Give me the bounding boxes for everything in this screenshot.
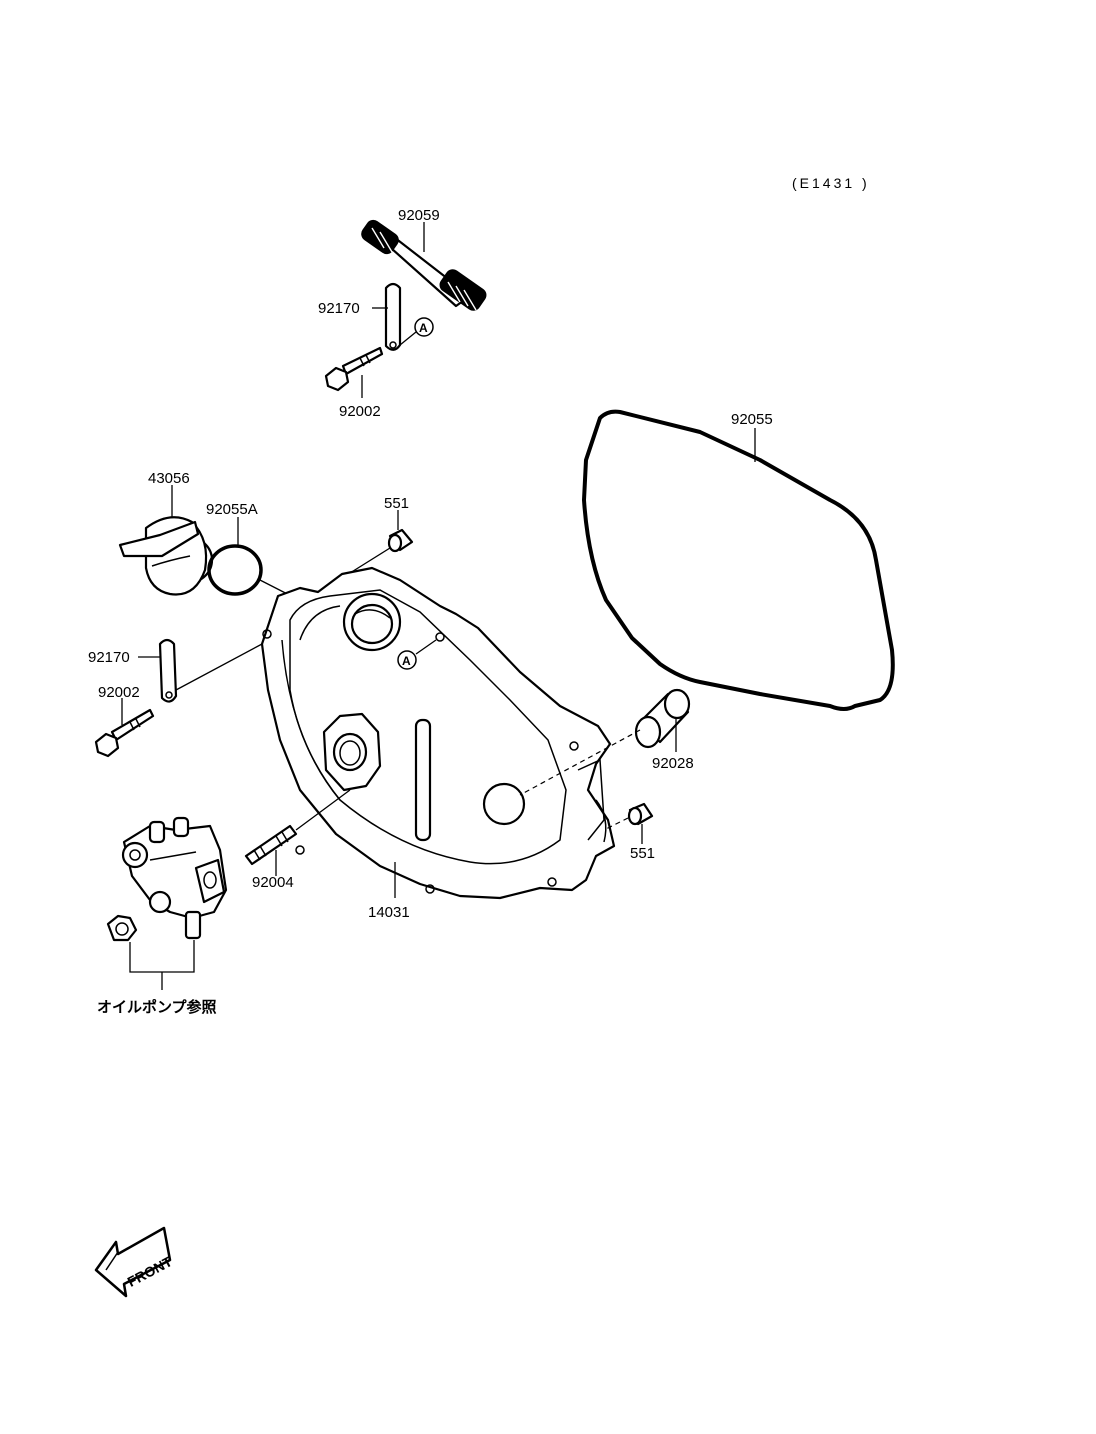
part-oil-pump (121, 816, 228, 940)
label-551-top: 551 (384, 495, 409, 512)
part-92004-stud (244, 824, 298, 866)
part-oil-pump-nut (106, 914, 138, 942)
part-14031-cover (260, 566, 616, 900)
part-92028-collar (634, 688, 691, 749)
marker-a-cover: A (402, 654, 411, 668)
marker-a-circle-top (414, 317, 434, 337)
label-92059: 92059 (398, 207, 440, 224)
part-43056-filler-cap (118, 516, 214, 596)
label-43056: 43056 (148, 470, 190, 487)
label-92170-left: 92170 (88, 649, 130, 666)
label-92055a: 92055A (206, 501, 258, 518)
part-92059-pipe (361, 219, 487, 311)
part-551-dowel-top (387, 528, 414, 553)
front-arrow: FRONT (94, 1226, 175, 1298)
reference-code: (E1431 ) (792, 175, 870, 191)
marker-a-top: A (419, 321, 428, 335)
label-92028: 92028 (652, 755, 694, 772)
label-92002-left: 92002 (98, 684, 140, 701)
label-92002-top: 92002 (339, 403, 381, 420)
part-92055a-o-ring (207, 544, 263, 596)
part-92170-clamp-top (384, 282, 402, 351)
label-92170-top: 92170 (318, 300, 360, 317)
label-14031: 14031 (368, 904, 410, 921)
part-92170-clamp-left (158, 638, 178, 703)
part-92002-bolt-top (324, 346, 384, 392)
part-92002-bolt-left (94, 708, 155, 758)
marker-a-circle-cover (397, 650, 417, 670)
label-92055: 92055 (731, 411, 773, 428)
label-92004: 92004 (252, 874, 294, 891)
label-551-right: 551 (630, 845, 655, 862)
part-92055-gasket (582, 409, 895, 711)
label-oil-pump-ref: オイルポンプ参照 (97, 998, 217, 1016)
part-551-dowel-right (627, 802, 654, 826)
